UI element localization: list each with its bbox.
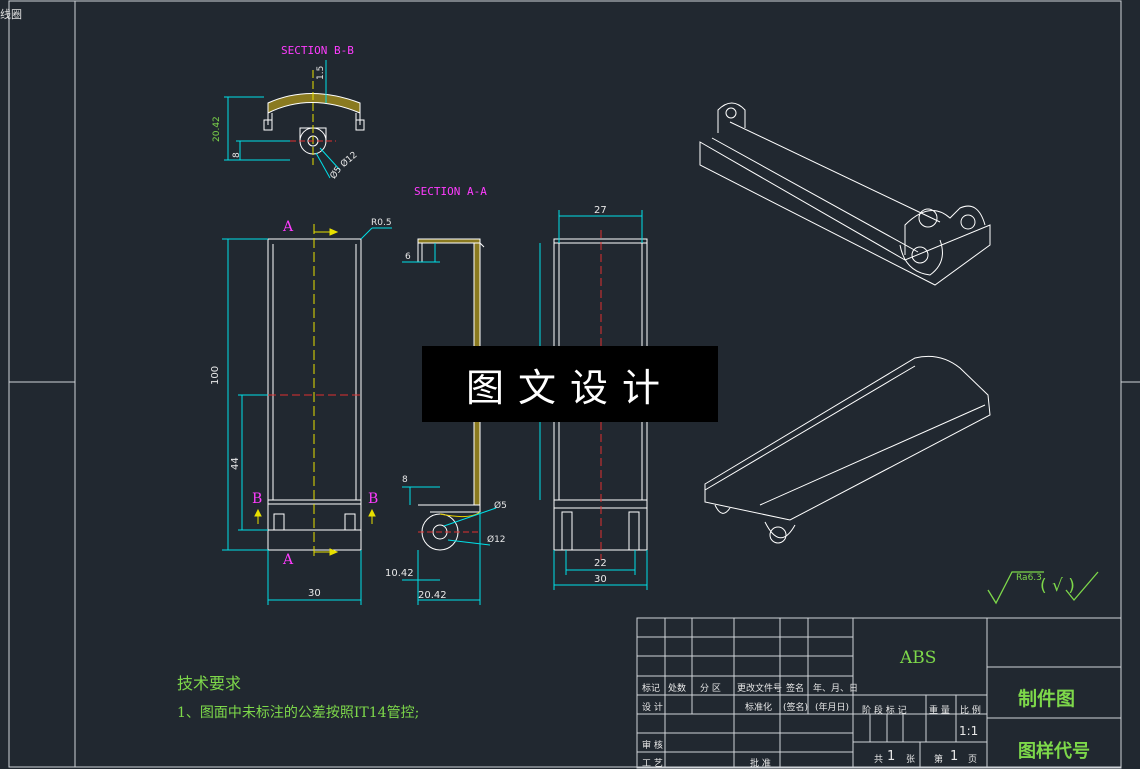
dim-bb-lower: 8 — [232, 152, 242, 158]
corner-label: 线圈 — [0, 8, 22, 21]
tb-sheet-no-label: 第 — [934, 755, 944, 765]
section-mark-b-left: B — [252, 491, 263, 507]
section-mark-a-bottom: A — [283, 552, 294, 568]
dim-corner-radius: R0.5 — [371, 218, 392, 228]
dim-front-width: 30 — [308, 588, 321, 599]
dim-bb-top: 1.5 — [316, 65, 326, 80]
tb-label-count: 处数 — [668, 684, 687, 694]
tb-label-zone: 分 区 — [700, 684, 721, 694]
dim-side-inner: 22 — [594, 558, 607, 569]
section-aa-title: SECTION A-A — [414, 185, 487, 198]
dim-bb-height: 20.42 — [212, 116, 222, 142]
dim-side-top: 27 — [594, 205, 607, 216]
section-bb-title: SECTION B-B — [281, 44, 354, 57]
tb-label-process: 工 艺 — [642, 759, 663, 769]
isometric-bottom-view — [704, 355, 991, 544]
dim-aa-hole-small: Ø5 — [494, 501, 507, 511]
front-view — [222, 224, 392, 605]
section-aa-view — [402, 238, 497, 605]
title-block-grid — [636, 617, 1122, 769]
tb-label-change-doc: 更改文件号 — [737, 684, 783, 694]
title-drawing-code: 图样代号 — [1018, 741, 1090, 762]
tb-label-approve: 批 准 — [750, 759, 771, 769]
tb-sheets-label: 张 — [906, 755, 916, 765]
tb-label-stage-mark: 阶 段 标 记 — [862, 706, 907, 716]
watermark-banner: 图文设计 — [422, 346, 718, 422]
dim-front-partial: 44 — [230, 457, 241, 470]
tb-label-weight: 重 量 — [929, 706, 950, 716]
tb-label-date-paren: (年月日) — [815, 703, 850, 713]
tb-page-label: 页 — [968, 755, 978, 765]
dim-aa-offset: 10.42 — [385, 568, 414, 579]
tb-label-standardize: 标准化 — [745, 703, 773, 713]
tech-requirements-item-1: 1、图面中未标注的公差按照IT14管控; — [177, 705, 420, 721]
title-drawing-name: 制件图 — [1018, 688, 1076, 710]
dim-aa-top: 6 — [405, 252, 411, 262]
tb-label-ratio: 比 例 — [960, 706, 981, 716]
tb-label-review: 审 核 — [642, 741, 663, 751]
section-mark-b-right: B — [368, 491, 379, 507]
tech-requirements-title: 技术要求 — [177, 674, 242, 693]
dim-front-height: 100 — [210, 365, 221, 385]
roughness-symbol — [987, 571, 1099, 605]
tb-total-label: 共 — [874, 755, 884, 765]
section-bb-view — [224, 60, 365, 179]
tb-label-signature: 签名 — [786, 684, 805, 694]
drawing-frame — [8, 0, 1140, 768]
dim-aa-hole-big: Ø12 — [487, 535, 506, 545]
dim-aa-lower: 8 — [402, 475, 408, 485]
tb-label-sign-paren: (签名) — [783, 703, 809, 713]
isometric-top-view — [699, 102, 991, 286]
tb-label-date: 年、月、日 — [813, 684, 859, 694]
tb-label-mark: 标记 — [642, 684, 661, 694]
dim-aa-width: 20.42 — [418, 590, 447, 601]
roughness-value: Ra6.3 — [1016, 573, 1042, 583]
dim-side-width: 30 — [594, 574, 607, 585]
title-scale: 1:1 — [959, 724, 979, 738]
tb-label-design: 设 计 — [642, 703, 663, 713]
section-mark-a-top: A — [283, 219, 294, 235]
tb-sheet-number: 1 — [950, 749, 959, 764]
tb-total-sheets: 1 — [887, 749, 896, 764]
title-material: ABS — [900, 648, 937, 668]
roughness-bracket: ( √ ) — [1040, 576, 1075, 596]
